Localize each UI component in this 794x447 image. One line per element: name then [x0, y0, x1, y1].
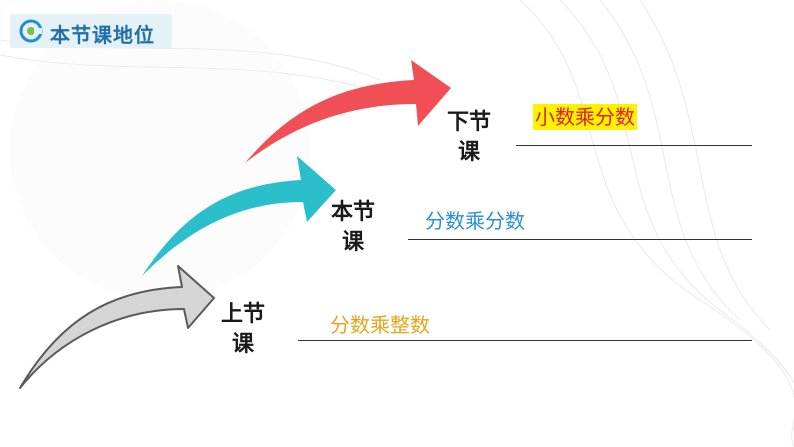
- topic-next: 小数乘分数: [533, 104, 637, 130]
- divider-next: [516, 145, 752, 146]
- topic-current: 分数乘分数: [425, 209, 525, 233]
- divider-previous: [298, 340, 752, 341]
- arrow-current: [142, 156, 336, 276]
- section-title-bar: 本节课地位: [10, 14, 172, 48]
- stage-label-previous: 上节课: [220, 302, 265, 357]
- arrow-next: [245, 60, 451, 163]
- arrow-previous: [19, 265, 215, 389]
- page-title: 本节课地位: [50, 23, 155, 47]
- divider-current: [408, 239, 752, 240]
- logo-icon: [19, 19, 43, 43]
- stage-label-next: 下节课: [446, 110, 491, 165]
- topic-previous: 分数乘整数: [330, 313, 430, 337]
- stage-label-current: 本节课: [330, 200, 375, 255]
